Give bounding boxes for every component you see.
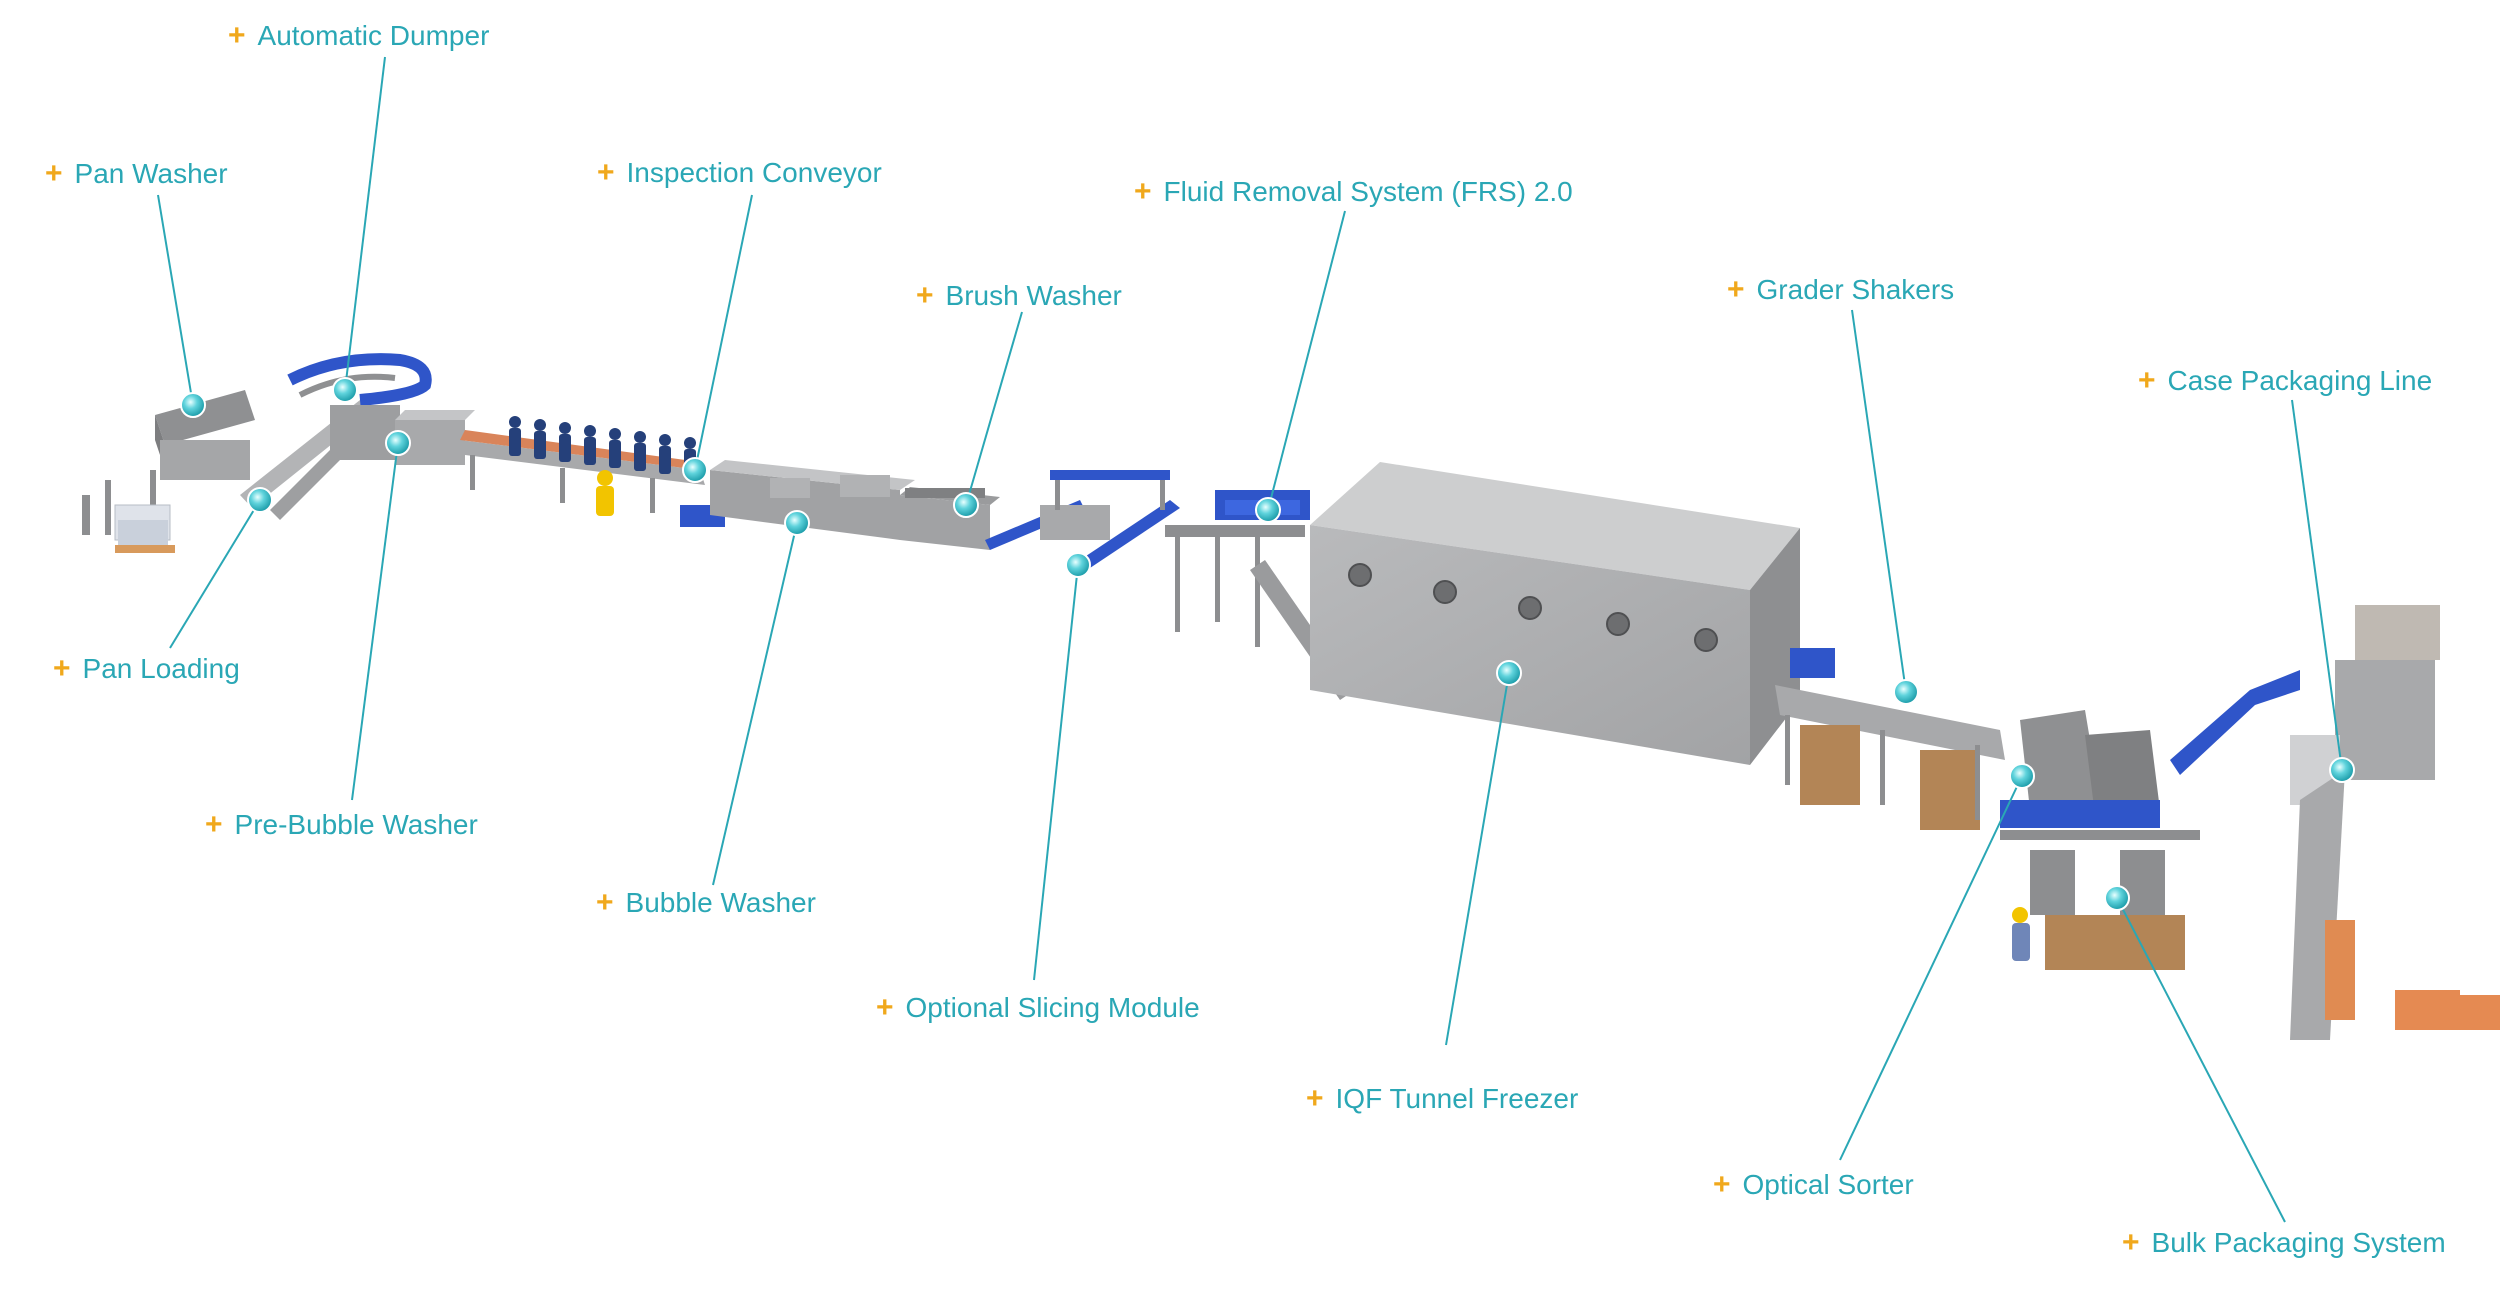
leader-line-iqf-tunnel-freezer	[1445, 672, 1510, 1046]
bubble-washer-machine	[710, 460, 915, 540]
label-text: Pre-Bubble Washer	[234, 809, 478, 840]
leader-line-inspection-conveyor	[694, 194, 753, 471]
leader-line-pre-bubble-washer	[351, 442, 399, 801]
label-text: Case Packaging Line	[2167, 365, 2433, 396]
label-optional-slicing-module[interactable]: + Optional Slicing Module	[876, 990, 1200, 1026]
plus-icon: +	[45, 157, 63, 190]
label-text: Automatic Dumper	[257, 20, 490, 51]
hotspot-dot-fluid-removal-system[interactable]	[1255, 497, 1281, 523]
label-pan-loading[interactable]: + Pan Loading	[53, 651, 240, 687]
label-bubble-washer[interactable]: + Bubble Washer	[596, 885, 816, 921]
label-case-packaging-line[interactable]: + Case Packaging Line	[2138, 363, 2432, 399]
plus-icon: +	[53, 652, 71, 685]
hotspot-dot-iqf-tunnel-freezer[interactable]	[1496, 660, 1522, 686]
optical-sorter-machine	[2000, 670, 2300, 828]
leader-line-pan-washer	[157, 194, 194, 406]
label-text: Bulk Packaging System	[2151, 1227, 2446, 1258]
leader-lines	[157, 56, 2343, 1223]
iqf-tunnel-freezer-machine	[1310, 462, 1800, 765]
plus-icon: +	[597, 156, 615, 189]
label-iqf-tunnel-freezer[interactable]: + IQF Tunnel Freezer	[1306, 1081, 1578, 1117]
inspection-conveyor-machine	[460, 416, 725, 527]
plus-icon: +	[596, 886, 614, 919]
bulk-packaging-machine	[2000, 830, 2200, 970]
label-text: Bubble Washer	[625, 887, 816, 918]
label-bulk-packaging-system[interactable]: + Bulk Packaging System	[2122, 1225, 2446, 1261]
leader-line-case-packaging-line	[2291, 399, 2343, 771]
label-inspection-conveyor[interactable]: + Inspection Conveyor	[597, 155, 882, 191]
pan-washer-machine	[82, 390, 255, 553]
hotspot-dot-pre-bubble-washer[interactable]	[385, 430, 411, 456]
plus-icon: +	[228, 19, 246, 52]
label-text: Pan Washer	[74, 158, 228, 189]
label-pan-washer[interactable]: + Pan Washer	[45, 156, 228, 192]
plus-icon: +	[916, 279, 934, 312]
label-text: Pan Loading	[82, 653, 240, 684]
plus-icon: +	[1306, 1082, 1324, 1115]
plus-icon: +	[1727, 273, 1745, 306]
leader-line-bulk-packaging-system	[2116, 897, 2286, 1223]
hotspot-dot-pan-washer[interactable]	[180, 392, 206, 418]
dumper-and-loading	[240, 353, 475, 520]
label-optical-sorter[interactable]: + Optical Sorter	[1713, 1167, 1914, 1203]
label-text: Grader Shakers	[1756, 274, 1955, 305]
label-text: Inspection Conveyor	[626, 157, 882, 188]
plus-icon: +	[876, 991, 894, 1024]
label-pre-bubble-washer[interactable]: + Pre-Bubble Washer	[205, 807, 478, 843]
hotspot-dot-automatic-dumper[interactable]	[332, 377, 358, 403]
label-text: IQF Tunnel Freezer	[1335, 1083, 1579, 1114]
plus-icon: +	[205, 808, 223, 841]
label-automatic-dumper[interactable]: + Automatic Dumper	[228, 18, 489, 54]
hotspot-dots[interactable]	[180, 377, 2355, 911]
brush-washer-machine	[900, 487, 1000, 550]
label-text: Fluid Removal System (FRS) 2.0	[1163, 176, 1573, 207]
plus-icon: +	[2138, 364, 2156, 397]
leader-line-brush-washer	[965, 311, 1023, 506]
leader-line-automatic-dumper	[344, 56, 386, 391]
plus-icon: +	[2122, 1226, 2140, 1259]
leader-line-grader-shakers	[1851, 309, 1907, 693]
equipment-illustration	[82, 353, 2500, 1040]
hotspot-dot-bulk-packaging-system[interactable]	[2104, 885, 2130, 911]
label-grader-shakers[interactable]: + Grader Shakers	[1727, 272, 1954, 308]
leader-line-optical-sorter	[1839, 775, 2023, 1161]
plus-icon: +	[1713, 1168, 1731, 1201]
case-packaging-machine	[2290, 605, 2500, 1040]
label-brush-washer[interactable]: + Brush Washer	[916, 278, 1122, 314]
leader-line-optional-slicing-module	[1033, 564, 1079, 981]
hotspot-dot-case-packaging-line[interactable]	[2329, 757, 2355, 783]
slicing-module-machine	[985, 470, 1180, 568]
hotspot-dot-bubble-washer[interactable]	[784, 510, 810, 536]
hotspot-dot-inspection-conveyor[interactable]	[682, 457, 708, 483]
hotspot-dot-optional-slicing-module[interactable]	[1065, 552, 1091, 578]
label-text: Optical Sorter	[1742, 1169, 1914, 1200]
hotspot-dot-brush-washer[interactable]	[953, 492, 979, 518]
leader-line-fluid-removal-system	[1267, 210, 1346, 511]
hotspot-dot-grader-shakers[interactable]	[1893, 679, 1919, 705]
label-fluid-removal-system[interactable]: + Fluid Removal System (FRS) 2.0	[1134, 174, 1573, 210]
label-text: Brush Washer	[945, 280, 1122, 311]
hotspot-dot-pan-loading[interactable]	[247, 487, 273, 513]
leader-line-pan-loading	[169, 499, 261, 649]
leader-line-bubble-washer	[712, 522, 798, 886]
plus-icon: +	[1134, 175, 1152, 208]
label-text: Optional Slicing Module	[905, 992, 1200, 1023]
hotspot-dot-optical-sorter[interactable]	[2009, 763, 2035, 789]
grader-shakers-machine	[1775, 648, 2005, 830]
